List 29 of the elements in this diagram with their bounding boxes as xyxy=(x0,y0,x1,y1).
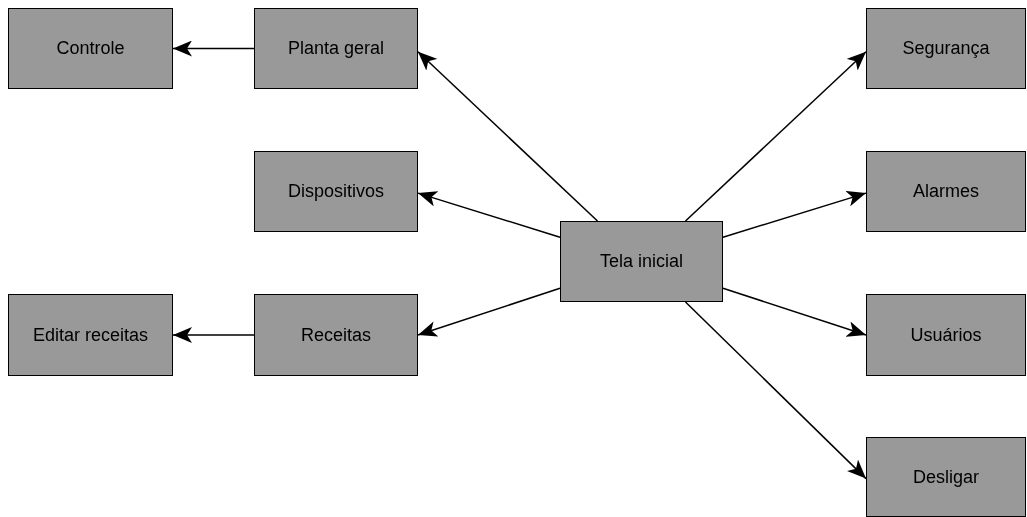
screen-label: Desligar xyxy=(913,466,979,488)
screen-label: Alarmes xyxy=(913,181,979,202)
arrow xyxy=(684,51,867,222)
screen-box xyxy=(254,8,418,89)
screen-box xyxy=(866,8,1026,89)
screen-label: Planta geral xyxy=(287,38,385,59)
screen-box xyxy=(866,294,1026,376)
screen-label: Segurança xyxy=(902,38,990,59)
screen-box xyxy=(254,151,418,232)
screen-box xyxy=(866,151,1026,232)
arrow xyxy=(417,191,561,238)
screen-box xyxy=(254,294,418,376)
arrow xyxy=(172,327,255,343)
screen-label: Editar receitas xyxy=(32,324,149,346)
screen-label: Usuários xyxy=(910,324,982,346)
screen-box xyxy=(8,8,173,89)
arrow xyxy=(684,301,867,480)
arrow xyxy=(722,191,867,238)
screen-box xyxy=(8,294,173,376)
screen-label: Controle xyxy=(56,38,125,59)
screen-label: Receitas xyxy=(301,324,371,346)
arrow xyxy=(722,287,867,337)
screen-label: Tela inicial xyxy=(599,251,683,272)
screen-label: Dispositivos xyxy=(288,181,384,202)
arrow xyxy=(417,51,599,222)
screen-box xyxy=(560,221,723,302)
arrow xyxy=(172,40,255,57)
arrow xyxy=(417,287,561,337)
screen-box xyxy=(866,437,1026,517)
